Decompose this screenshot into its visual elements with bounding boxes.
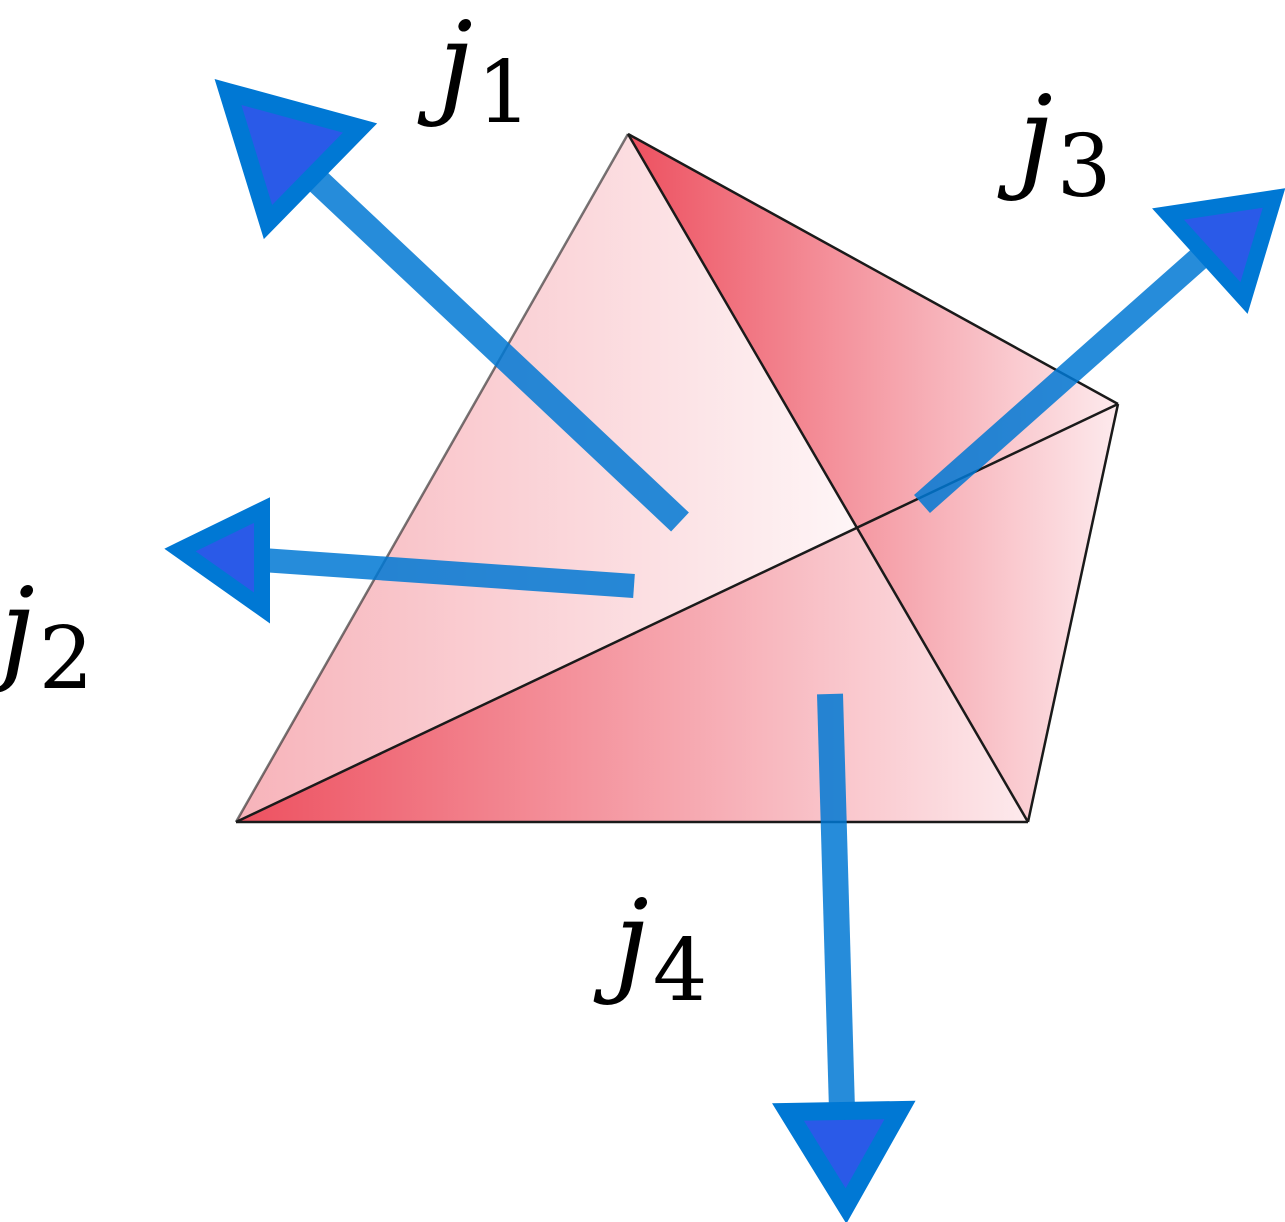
label-j4: j4 (614, 886, 707, 1014)
edge-right (1026, 403, 1120, 823)
label-j1-subscript: 1 (476, 43, 532, 143)
arrow-j1 (214, 79, 689, 532)
arrow-j4 (772, 693, 916, 1222)
label-j1: j1 (438, 8, 531, 136)
edge-left (234, 133, 630, 823)
tetrahedron-face-left (236, 134, 858, 822)
edge-top-right (627, 132, 1119, 406)
label-j2-subscript: 2 (38, 609, 94, 709)
label-j4-subscript: 4 (652, 921, 708, 1021)
arrow-head-j1 (214, 79, 378, 240)
arrow-head-j3 (1152, 188, 1285, 314)
arrow-j2 (164, 497, 635, 624)
arrow-head-j2 (164, 497, 270, 624)
edge-center (626, 133, 1030, 823)
arrow-j3 (914, 188, 1285, 513)
label-j3-symbol: j (1018, 73, 1053, 203)
label-j3: j3 (1018, 82, 1111, 210)
tetrahedron-face-right (628, 134, 1118, 822)
label-j1-symbol: j (438, 0, 473, 129)
label-j3-subscript: 3 (1056, 117, 1112, 217)
arrow-head-j4 (772, 1100, 916, 1222)
label-j4-symbol: j (614, 877, 649, 1007)
label-j2-symbol: j (0, 565, 35, 695)
label-j2: j2 (0, 574, 93, 702)
